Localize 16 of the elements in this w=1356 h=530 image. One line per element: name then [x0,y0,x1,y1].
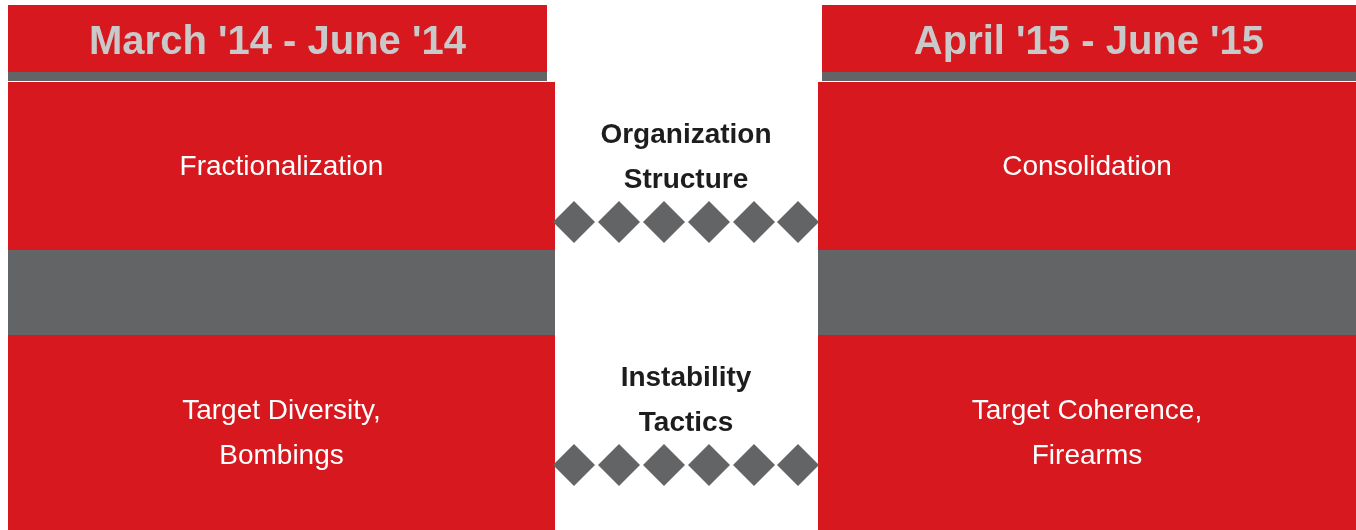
date-range-title: March '14 - June '14 [89,18,466,62]
content-box [8,335,555,530]
section-label: Instability Tactics [619,360,753,439]
content-text: Consolidation [1002,148,1172,183]
divider-band [818,250,1356,335]
content-box [818,82,1356,250]
section-label: Organization Structure [599,117,773,196]
header-box [822,5,1356,75]
header-box [8,5,547,75]
divider-band [8,250,555,335]
date-range-title: April '15 - June '15 [913,18,1265,62]
content-text: Target Coherence, Firearms [970,392,1204,472]
content-text: Target Diversity, Bombings [181,392,382,472]
content-box [818,335,1356,530]
content-text: Fractionalization [179,148,384,183]
content-box [8,82,555,250]
